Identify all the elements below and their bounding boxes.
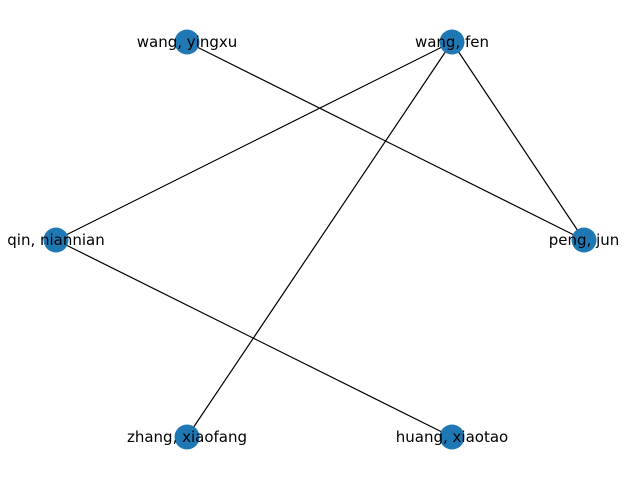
- labels-layer: wang, yingxu wang, fen qin, niannian peng, …: [7, 33, 619, 446]
- node-label-peng_jun: peng, jun: [549, 231, 620, 249]
- node-qin_niannian: [43, 227, 69, 253]
- node-wang_yingxu: [174, 29, 200, 55]
- nodes-layer: [43, 29, 597, 450]
- node-label-huang_xiaotao: huang, xiaotao: [396, 428, 508, 446]
- node-label-zhang_xiaofang: zhang, xiaofang: [127, 428, 247, 446]
- node-label-wang_yingxu: wang, yingxu: [137, 33, 237, 51]
- node-huang_xiaotao: [439, 424, 465, 450]
- node-label-qin_niannian: qin, niannian: [7, 231, 104, 249]
- node-label-wang_fen: wang, fen: [415, 33, 489, 51]
- edge-wang_fen-qin_niannian: [55, 41, 453, 241]
- edges-layer: [55, 41, 585, 438]
- edge-wang_fen-zhang_xiaofang: [186, 41, 453, 438]
- edge-qin_niannian-huang_xiaotao: [55, 239, 453, 438]
- edge-wang_fen-peng_jun: [451, 41, 585, 241]
- node-zhang_xiaofang: [174, 424, 200, 450]
- node-peng_jun: [571, 227, 597, 253]
- node-wang_fen: [439, 29, 465, 55]
